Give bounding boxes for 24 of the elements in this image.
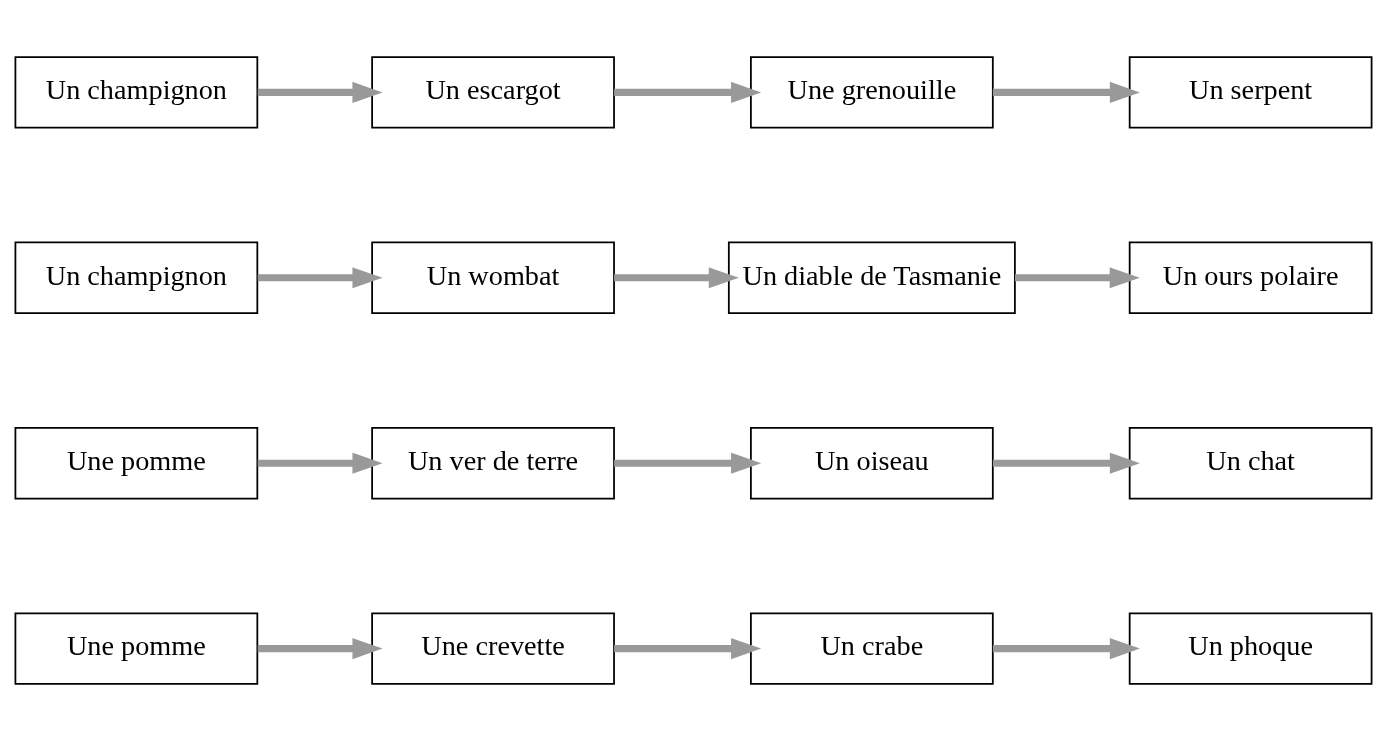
node-box: Un phoque xyxy=(1128,612,1373,685)
node-box: Un escargot xyxy=(371,56,615,129)
arrow xyxy=(992,81,1140,103)
node-box: Un champignon xyxy=(14,56,259,129)
node-box: Une crevette xyxy=(371,612,615,685)
node-box: Une grenouille xyxy=(750,56,994,129)
node-box: Un champignon xyxy=(14,241,259,314)
node-box: Un ours polaire xyxy=(1128,241,1373,314)
node-box: Un wombat xyxy=(371,241,615,314)
node-box: Un crabe xyxy=(750,612,994,685)
arrow xyxy=(1014,267,1140,289)
node-box: Un diable de Tasmanie xyxy=(727,241,1016,314)
node-box: Un serpent xyxy=(1128,56,1373,129)
node-box: Un chat xyxy=(1128,427,1373,500)
arrow xyxy=(257,638,383,660)
node-box: Une pomme xyxy=(14,612,259,685)
arrow xyxy=(257,81,383,103)
node-box: Un ver de terre xyxy=(371,427,615,500)
arrow xyxy=(257,452,383,474)
node-box: Une pomme xyxy=(14,427,259,500)
node-box: Un oiseau xyxy=(750,427,994,500)
arrow xyxy=(992,638,1140,660)
arrow xyxy=(257,267,383,289)
arrow xyxy=(992,452,1140,474)
